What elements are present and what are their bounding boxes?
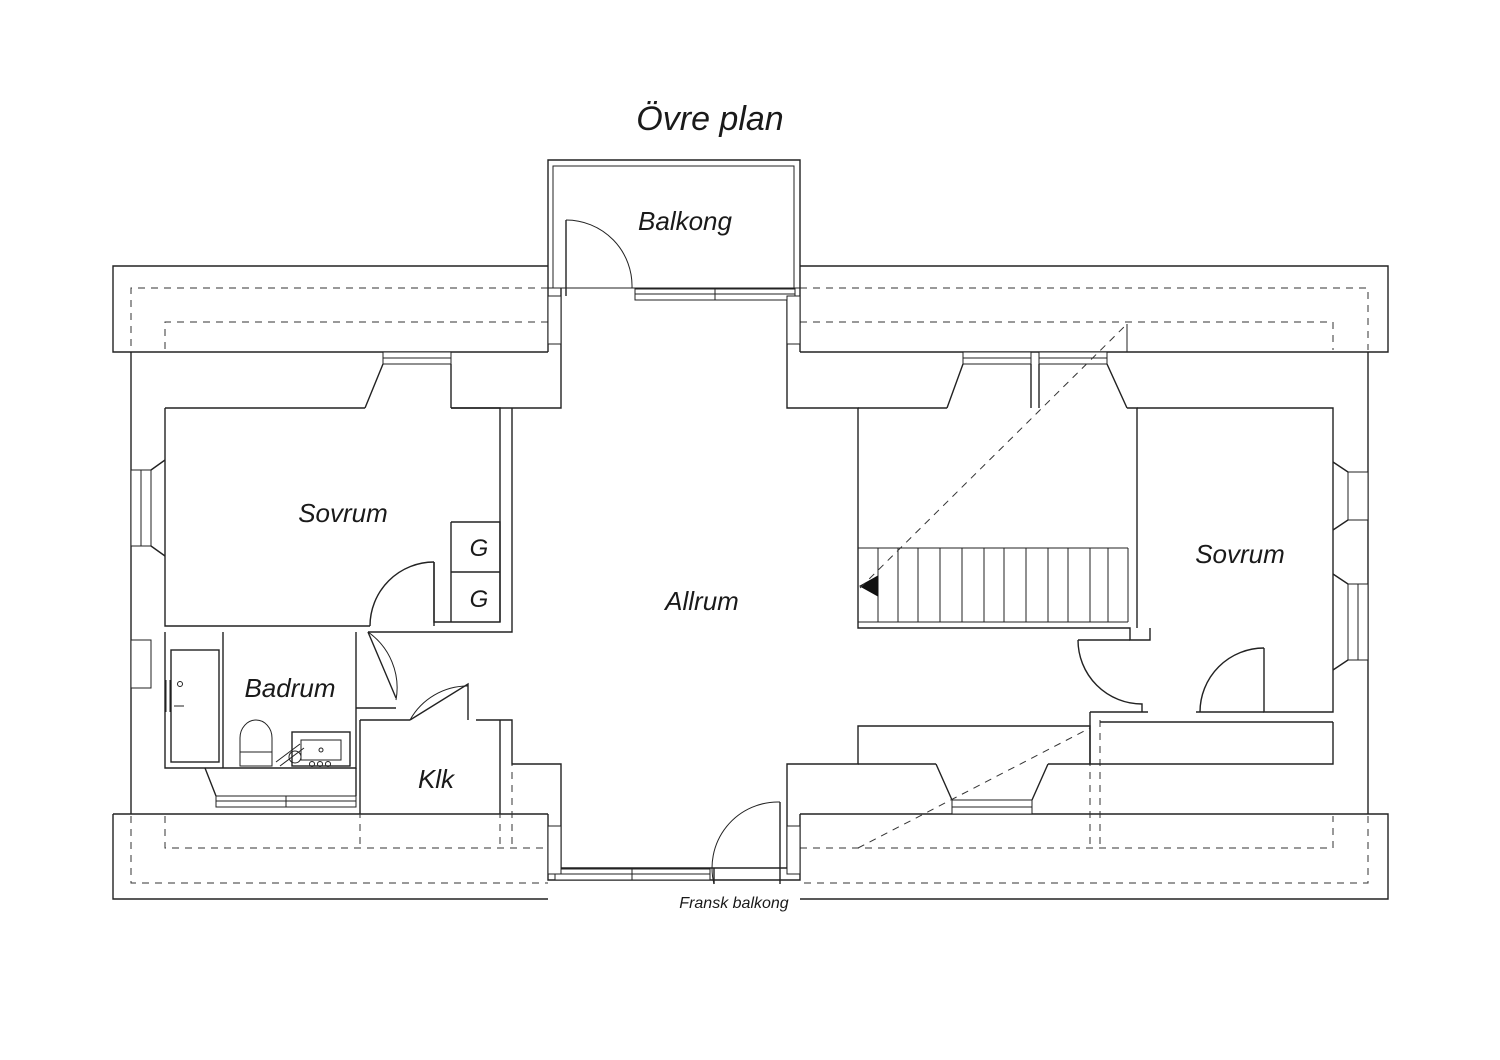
room-label-allrum: Allrum <box>663 586 739 616</box>
room-label-balkong: Balkong <box>638 206 732 236</box>
closet-label-1: G <box>470 535 489 562</box>
bathroom-fixtures <box>165 649 351 767</box>
interior-walls <box>164 352 1334 814</box>
room-label-sovrum-right: Sovrum <box>1195 539 1285 569</box>
room-label-klk: Klk <box>418 764 456 794</box>
fransk-balkong-label: Fransk balkong <box>679 895 788 912</box>
windows <box>130 288 1369 881</box>
room-label-badrum: Badrum <box>244 673 335 703</box>
doors <box>367 561 1265 885</box>
balcony <box>547 159 801 296</box>
exterior-walls <box>130 288 1369 881</box>
closet-label-2: G <box>470 586 489 613</box>
window-reveals <box>150 363 1349 801</box>
staircase <box>857 323 1129 849</box>
plan-title: Övre plan <box>636 100 783 138</box>
room-label-sovrum-left: Sovrum <box>298 498 388 528</box>
roof-eaves <box>112 265 1389 900</box>
